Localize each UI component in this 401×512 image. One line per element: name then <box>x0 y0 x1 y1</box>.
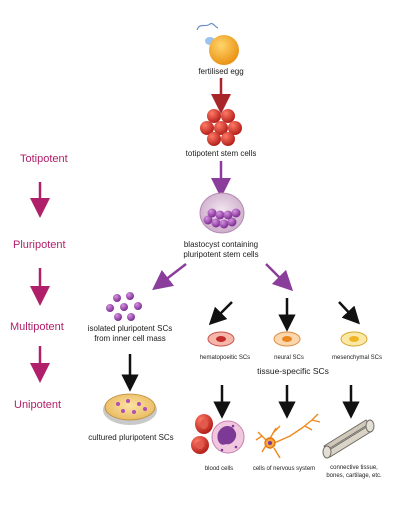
arrow-blastocyst-to-isolated <box>152 263 187 291</box>
stage-pluripotent: Pluripotent <box>13 239 66 251</box>
isolated-cells-icon <box>106 292 142 321</box>
stage-multipotent: Multipotent <box>10 321 64 333</box>
label-totipotent-stem-cells: totipotent stem cells <box>186 149 257 158</box>
hematopoietic-cell-icon <box>207 331 235 347</box>
stage-totipotent: Totipotent <box>20 153 68 165</box>
label-isolated-line2: from inner cell mass <box>94 334 166 343</box>
label-blastocyst-line1: blastocyst containing <box>184 240 258 249</box>
blood-cells-icon <box>191 414 245 454</box>
label-neural: neural SCs <box>274 355 304 361</box>
arrow-blastocyst-to-tissue <box>265 263 294 292</box>
bone-icon <box>322 419 375 459</box>
label-isolated-line1: isolated pluripotent SCs <box>88 324 173 333</box>
fertilised-egg-icon <box>196 22 239 65</box>
stage-unipotent: Unipotent <box>14 399 61 411</box>
label-hematopoietic: hematopoeitic SCs <box>200 355 250 361</box>
label-connective-line1: connective tissue, <box>330 465 378 471</box>
petri-dish-icon <box>103 393 157 425</box>
blastocyst-icon <box>199 192 245 234</box>
label-nervous-cells: cells of nervous system <box>253 466 315 472</box>
arrow-to-mesenchymal <box>338 301 360 325</box>
neural-cell-icon <box>273 331 301 347</box>
mesenchymal-cell-icon <box>340 331 368 347</box>
neuron-icon <box>255 413 321 459</box>
arrow-to-hematopoietic <box>208 301 233 326</box>
label-mesenchymal: mesenchymal SCs <box>332 355 382 361</box>
label-blood-cells: blood cells <box>205 466 233 472</box>
label-blastocyst-line2: pluripotent stem cells <box>183 250 258 259</box>
label-connective-line2: bones, cartilage, etc. <box>326 473 382 479</box>
label-tissue-specific: tissue-specific SCs <box>257 366 329 376</box>
totipotent-cells-icon <box>200 109 242 146</box>
label-fertilised-egg: fertilised egg <box>198 67 243 76</box>
label-cultured: cultured pluripotent SCs <box>88 433 173 442</box>
